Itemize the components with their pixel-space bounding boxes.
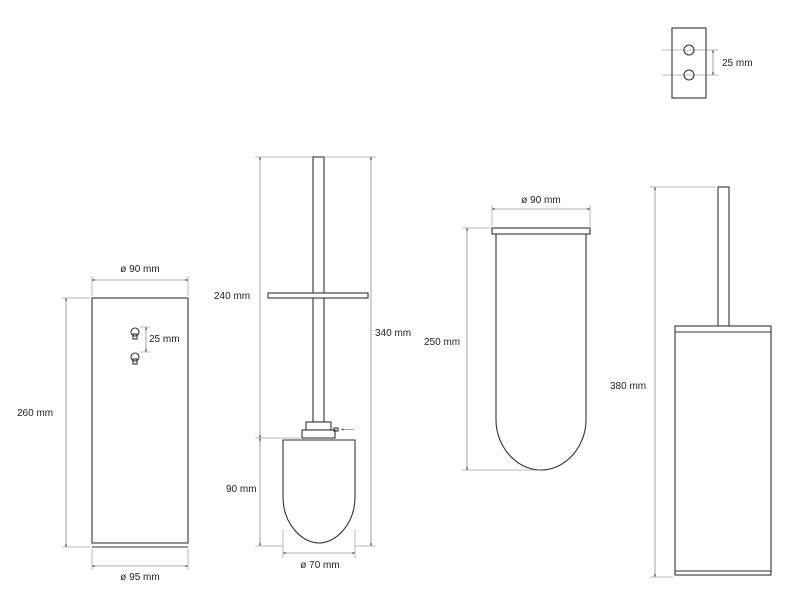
- holder-base-diameter-label: ø 95 mm: [120, 572, 159, 583]
- insert-rim: [491, 227, 591, 235]
- holder-view: 25 mm ø 90 mm 260 mm ø 95 mm: [17, 264, 189, 583]
- assembly-view: 380 mm: [610, 186, 772, 578]
- insert-view: ø 90 mm 250 mm: [424, 195, 591, 471]
- brush-collar-ring: [301, 429, 336, 439]
- keyhole-icon-bottom: [130, 352, 140, 365]
- brush-lid-disc: [267, 292, 369, 299]
- mount-spacing-label: 25 mm: [722, 58, 753, 69]
- mount-plate-view: 25 mm: [662, 27, 753, 99]
- brush-head-height-label: 90 mm: [226, 484, 257, 495]
- brush-head-diameter-label: ø 70 mm: [300, 560, 339, 571]
- brush-view: 240 mm 90 mm 340 mm ø 70 mm: [214, 156, 411, 571]
- brush-screw: [333, 427, 339, 432]
- brush-total-length-label: 340 mm: [375, 328, 411, 339]
- brush-head: [282, 439, 356, 544]
- mount-plate: [671, 27, 707, 99]
- brush-collar: [305, 421, 332, 431]
- insert-body: [495, 234, 587, 471]
- keyhole-spacing-label: 25 mm: [149, 334, 180, 345]
- keyhole-icon-top: [130, 327, 140, 340]
- holder-height-label: 260 mm: [17, 408, 53, 419]
- insert-height-label: 250 mm: [424, 337, 460, 348]
- insert-diameter-label: ø 90 mm: [521, 195, 560, 206]
- assembly-holder-body: [674, 325, 772, 576]
- holder-top-diameter-label: ø 90 mm: [120, 264, 159, 275]
- assembly-height-label: 380 mm: [610, 381, 646, 392]
- brush-handle: [312, 156, 325, 423]
- brush-handle-length-label: 240 mm: [214, 291, 250, 302]
- assembly-handle: [717, 186, 730, 327]
